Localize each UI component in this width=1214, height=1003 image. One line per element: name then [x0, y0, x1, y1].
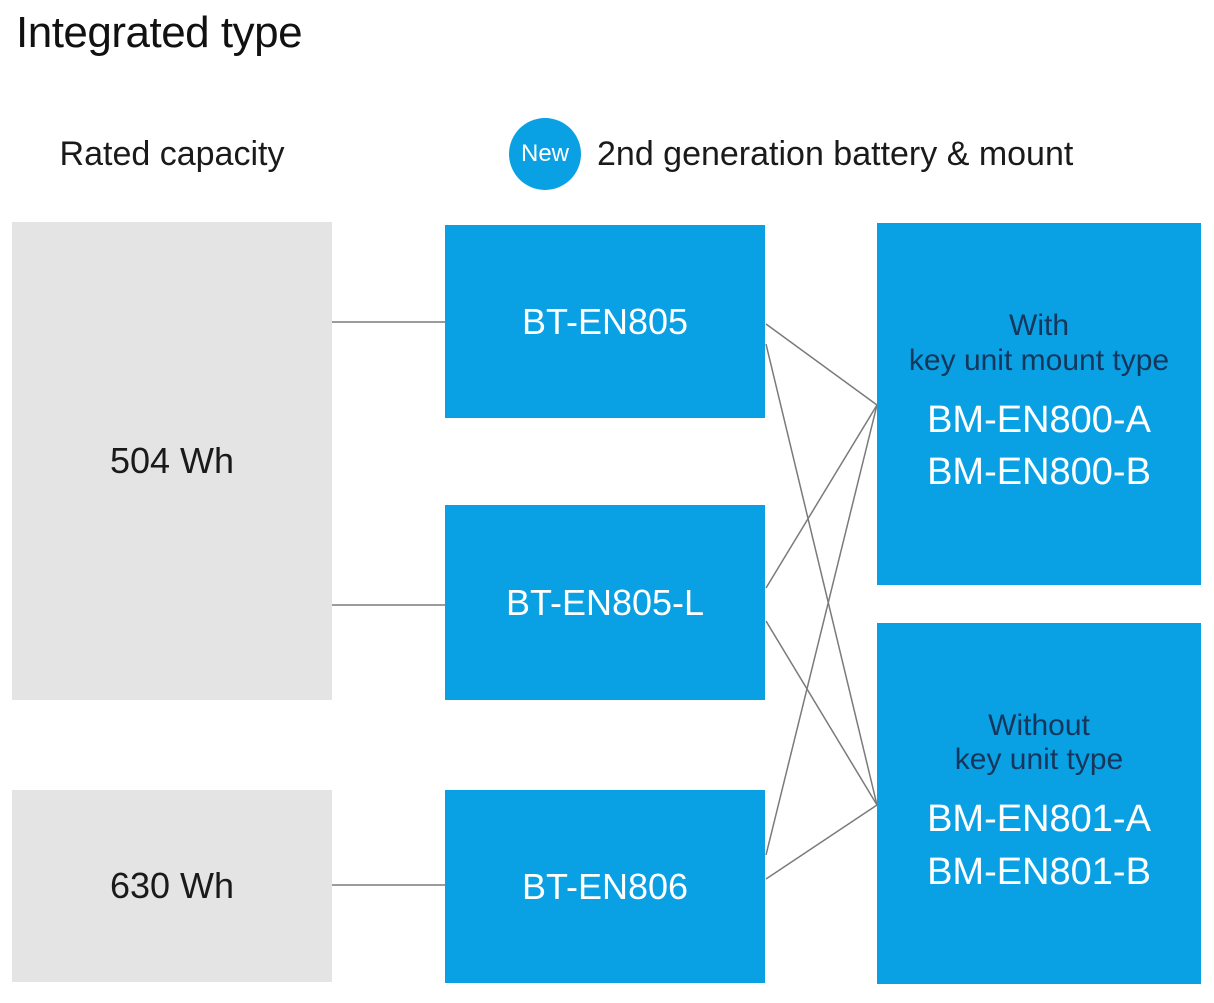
mount-model: BM-EN800-A — [927, 398, 1151, 441]
capacity-box-504wh: 504 Wh — [12, 222, 332, 700]
connector-bt-en806-to-with-mount — [765, 404, 878, 856]
mount-box-with-key-unit: With key unit mount type BM-EN800-A BM-E… — [877, 223, 1201, 585]
battery-box-bt-en805-l: BT-EN805-L — [445, 505, 765, 700]
mount-type-label: With key unit mount type — [909, 309, 1169, 377]
mount-model: BM-EN800-B — [927, 451, 1151, 494]
connector-bt-en805-to-without-mount — [765, 343, 878, 806]
rated-capacity-label: Rated capacity — [59, 135, 285, 173]
capacity-label: 504 Wh — [109, 440, 235, 481]
capacity-label: 630 Wh — [109, 865, 235, 906]
mount-type-line1: With — [1009, 309, 1069, 343]
battery-box-bt-en805: BT-EN805 — [445, 225, 765, 418]
mount-type-line2: key unit type — [954, 743, 1124, 777]
battery-box-bt-en806: BT-EN806 — [445, 790, 765, 983]
mount-type-line2: key unit mount type — [908, 343, 1170, 377]
new-badge: New — [509, 118, 581, 190]
mount-type-line1: Without — [988, 708, 1090, 742]
mount-model: BM-EN801-B — [927, 850, 1151, 893]
new-badge-label: New — [520, 140, 569, 167]
connector-bt-en805-l-to-without-mount — [765, 620, 878, 806]
generation-label: 2nd generation battery & mount — [597, 135, 1074, 173]
battery-label: BT-EN805-L — [505, 581, 705, 623]
connector-bt-en805-to-with-mount — [765, 323, 878, 406]
capacity-box-630wh: 630 Wh — [12, 790, 332, 982]
page-title: Integrated type — [16, 8, 303, 57]
connector-bt-en806-to-without-mount — [765, 804, 878, 880]
mount-box-without-key-unit: Without key unit type BM-EN801-A BM-EN80… — [877, 623, 1201, 984]
connector-bt-en805-l-to-with-mount — [765, 404, 878, 589]
battery-label: BT-EN805 — [521, 300, 689, 342]
mount-model: BM-EN801-A — [927, 798, 1151, 841]
battery-label: BT-EN806 — [521, 865, 689, 907]
mount-type-label: Without key unit type — [955, 709, 1123, 777]
